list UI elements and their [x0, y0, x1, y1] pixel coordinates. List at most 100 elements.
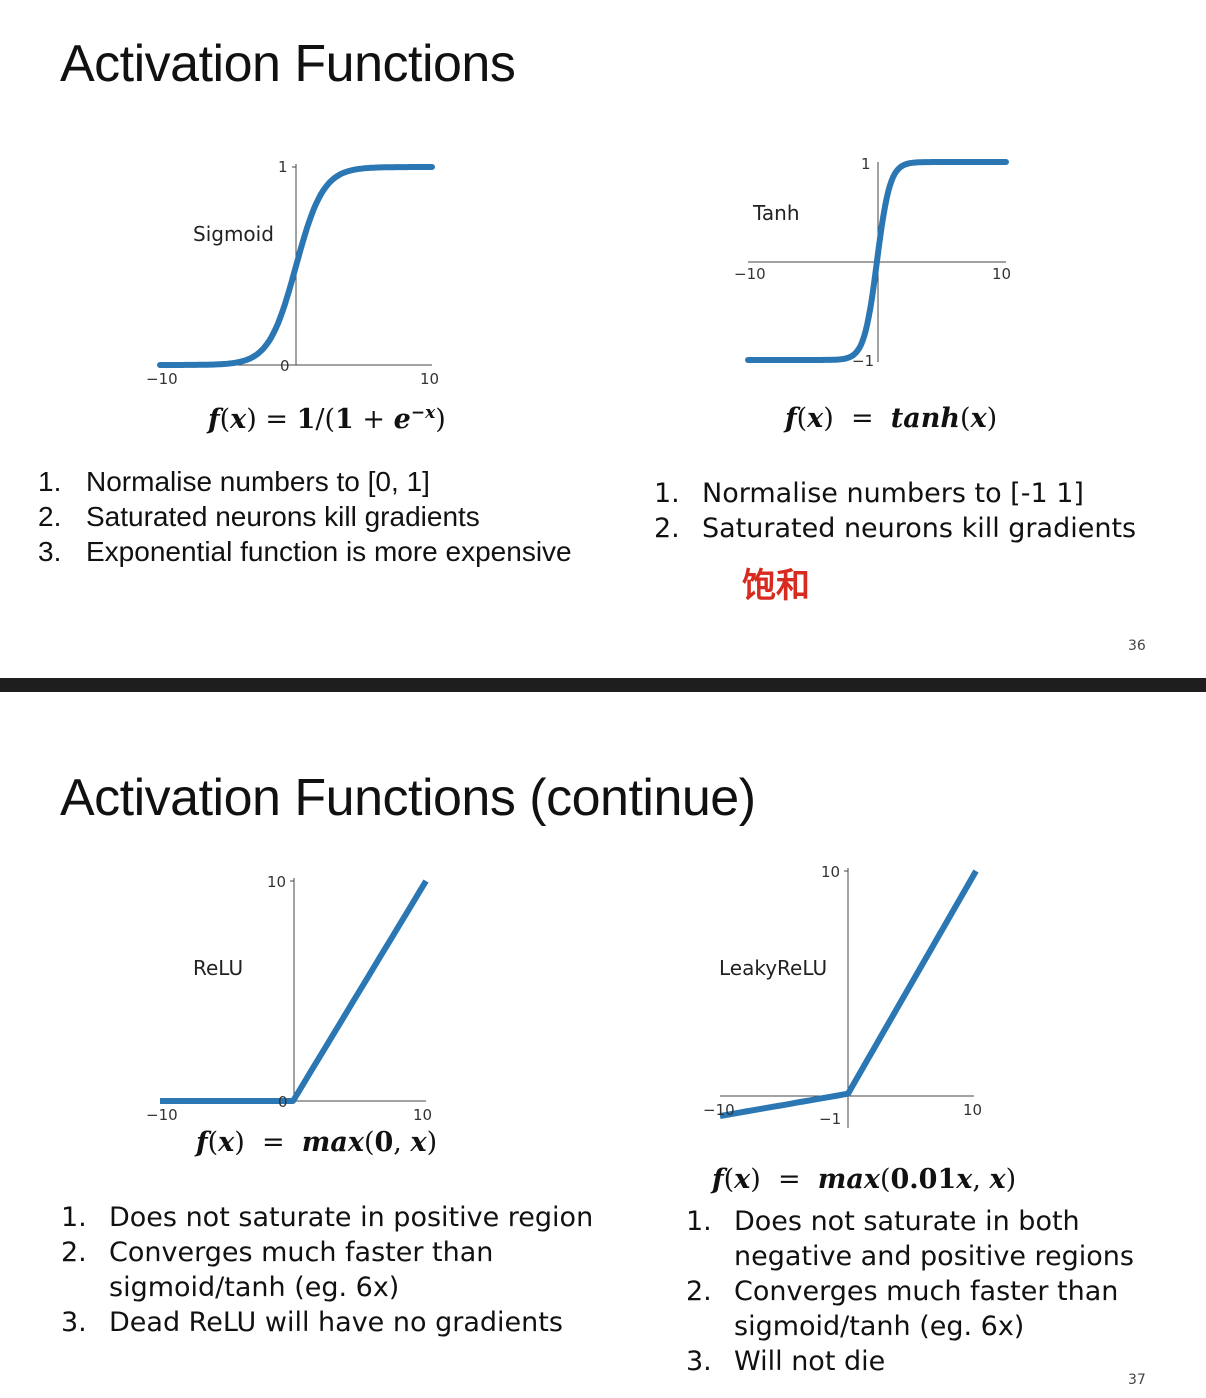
slide-37: Activation Functions (continue) 10 0 −10… — [0, 692, 1206, 1398]
relu-svg: 10 0 −10 10 ReLU — [146, 873, 432, 1124]
list-number: 1. — [686, 1206, 712, 1237]
tanh-label: Tanh — [752, 201, 800, 225]
tanh-y-top-label: 1 — [861, 155, 871, 173]
formula-part: f — [208, 404, 220, 435]
formula-part: 0 — [374, 1127, 394, 1158]
relu-y-zero-label: 0 — [278, 1093, 288, 1111]
formula-part: , — [393, 1127, 411, 1158]
slide-36: Activation Functions 1 0 −10 10 Sigmoid … — [0, 0, 1206, 678]
formula-part: ) — [1005, 1164, 1017, 1195]
formula-part: ( — [960, 403, 971, 434]
formula-part: x — [410, 1127, 427, 1158]
relu-y-top-label: 10 — [267, 873, 286, 891]
relu-curve — [160, 879, 429, 1104]
formula-part: tanh — [890, 403, 961, 434]
formula-part: f — [196, 1127, 208, 1158]
list-item: 2. Converges much faster than sigmoid/tanh… — [61, 1235, 593, 1305]
list-item: 1.Normalise numbers to [0, 1] — [38, 464, 572, 499]
list-item-text: Does not saturate in positive region — [109, 1202, 594, 1233]
formula-part: ( — [879, 1164, 891, 1195]
list-number: 3. — [61, 1307, 87, 1338]
list-item: 3.Dead ReLU will have no gradients — [61, 1305, 593, 1340]
relu-x-min-label: −10 — [146, 1106, 178, 1124]
formula-part: + — [353, 404, 394, 435]
leakyrelu-plot: 10 −1 −10 10 LeakyReLU — [700, 852, 1000, 1132]
list-item: 1. Normalise numbers to [-1 1] — [654, 476, 1136, 511]
page-number: 37 — [1128, 1372, 1146, 1388]
relu-x-max-label: 10 — [413, 1106, 432, 1124]
formula-part: ) — [435, 404, 446, 435]
formula-part: x — [956, 1164, 973, 1195]
formula-part: ( — [363, 1127, 375, 1158]
sigmoid-label: Sigmoid — [193, 222, 274, 246]
tanh-plot: 1 −1 −10 10 Tanh — [730, 150, 1030, 375]
list-number: 2. — [38, 501, 62, 532]
list-number: 2. — [61, 1237, 87, 1268]
tanh-curve — [745, 159, 1009, 363]
list-number: 3. — [686, 1346, 712, 1377]
formula-part: ( — [219, 404, 231, 435]
formula-part: ) = — [234, 1127, 302, 1158]
list-item: 2. Converges much faster than sigmoid/tanh… — [686, 1274, 1134, 1344]
formula-part: x — [807, 403, 824, 434]
slide-title: Activation Functions (continue) — [60, 769, 756, 827]
list-item-text: Converges much faster than — [109, 1237, 494, 1268]
formula-part: 0.01 — [890, 1164, 957, 1195]
list-item-text: Normalise numbers to [0, 1] — [86, 466, 430, 497]
tanh-x-max-label: 10 — [992, 265, 1011, 283]
list-item: 2.Saturated neurons kill gradients — [654, 511, 1136, 546]
list-number: 1. — [61, 1202, 87, 1233]
formula-part: /( — [315, 404, 336, 435]
tanh-properties-list: 1. Normalise numbers to [-1 1] 2.Saturate… — [654, 476, 1136, 546]
formula-part: −x — [410, 403, 436, 423]
leakyrelu-formula: f(x) = max(0.01x, x) — [712, 1164, 1016, 1195]
formula-part: ) = — [750, 1164, 818, 1195]
leakyrelu-x-max-label: 10 — [963, 1101, 982, 1119]
list-item-text: Normalise numbers to [-1 1] — [702, 478, 1084, 509]
formula-part: ) — [986, 403, 998, 434]
list-item: 3. Exponential function is more expensive — [38, 534, 572, 569]
list-item-text: Will not die — [734, 1346, 886, 1377]
formula-part: 1 — [296, 404, 316, 435]
formula-part: e — [393, 404, 411, 435]
saturation-note: 饱和 — [742, 566, 810, 606]
formula-part: ( — [723, 1164, 735, 1195]
relu-plot: 10 0 −10 10 ReLU — [140, 862, 450, 1127]
leakyrelu-x-min-label: −10 — [703, 1101, 735, 1119]
sigmoid-x-min-label: −10 — [146, 370, 178, 388]
formula-part: x — [989, 1164, 1006, 1195]
tanh-y-bottom-label: −1 — [852, 352, 874, 370]
relu-properties-list: 1. Does not saturate in positive region 2… — [61, 1200, 593, 1340]
formula-part: f — [712, 1164, 724, 1195]
sigmoid-properties-list: 1.Normalise numbers to [0, 1] 2.Saturate… — [38, 464, 572, 569]
formula-part: x — [230, 404, 247, 435]
tanh-x-min-label: −10 — [734, 265, 766, 283]
formula-part: max — [301, 1127, 364, 1158]
list-number: 1. — [654, 478, 680, 509]
formula-part: x — [218, 1127, 235, 1158]
list-item-text: Exponential function is more expensive — [86, 536, 572, 567]
relu-formula: f(x) = max(0, x) — [196, 1127, 437, 1158]
formula-part: ) = — [246, 404, 297, 435]
list-number: 2. — [686, 1276, 712, 1307]
sigmoid-svg: 1 0 −10 10 Sigmoid — [146, 158, 439, 388]
slide-divider — [0, 678, 1206, 692]
formula-part: x — [970, 403, 987, 434]
slide-title: Activation Functions — [60, 35, 516, 93]
sigmoid-plot: 1 0 −10 10 Sigmoid — [140, 150, 460, 395]
page-number: 36 — [1128, 638, 1146, 654]
leakyrelu-label: LeakyReLU — [719, 956, 827, 980]
list-item-text: sigmoid/tanh (eg. 6x) — [109, 1272, 400, 1303]
leakyrelu-y-neg-label: −1 — [819, 1110, 841, 1128]
list-item-text: Saturated neurons kill gradients — [702, 513, 1137, 544]
formula-part: ( — [207, 1127, 219, 1158]
formula-part: x — [734, 1164, 751, 1195]
sigmoid-y-top-label: 1 — [278, 158, 288, 176]
list-item-text: sigmoid/tanh (eg. 6x) — [734, 1311, 1025, 1342]
formula-part: ) — [426, 1127, 438, 1158]
list-item: 1. Does not saturate in positive region — [61, 1200, 593, 1235]
list-number: 3. — [38, 536, 62, 567]
list-item-text: Converges much faster than — [734, 1276, 1119, 1307]
